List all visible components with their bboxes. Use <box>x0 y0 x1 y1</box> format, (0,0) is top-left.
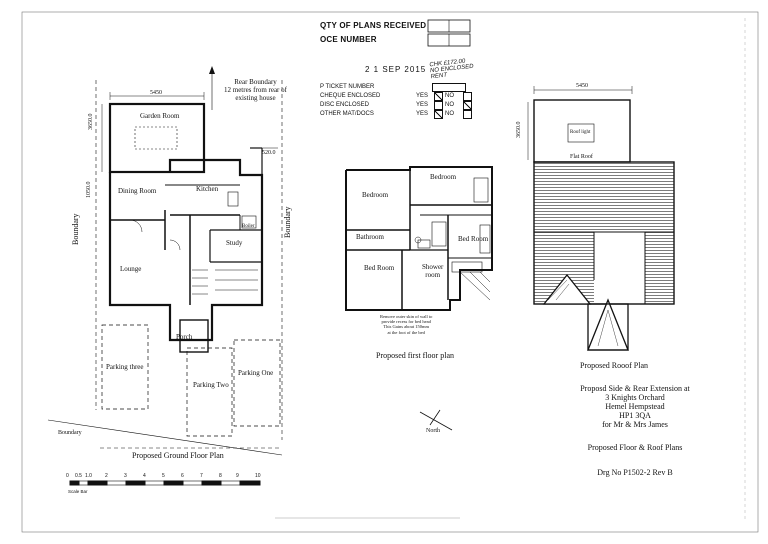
other-yes-checkbox[interactable] <box>434 110 443 119</box>
rear-boundary-note: Rear Boundary 12 metres from rear of exi… <box>224 78 287 103</box>
room-label-parking-three: Parking three <box>106 363 144 371</box>
boundary-bottom-label: Boundary <box>58 430 82 436</box>
drawing-number: Drg No P1502-2 Rev B <box>597 468 673 477</box>
scale-tick: 4 <box>143 473 146 479</box>
project-title-line: Proposd Side & Rear Extension at <box>580 384 690 393</box>
scale-tick: 2 <box>105 473 108 479</box>
room-label-bathroom: Bathroom <box>356 233 384 241</box>
drawing-subtitle: Proposed Floor & Roof Plans <box>587 443 683 452</box>
flat-roof-label: Flat Roof <box>570 154 593 160</box>
yes-label: YES <box>416 93 429 99</box>
room-label-lounge: Lounge <box>120 265 142 273</box>
scale-tick: 7 <box>200 473 203 479</box>
room-label-dining-room: Dining Room <box>118 187 157 195</box>
project-title-line: HP1 3QA <box>619 411 651 420</box>
yes-label: YES <box>416 111 429 117</box>
gf-right-dimension: 520.0 <box>262 150 276 156</box>
room-label-parking-one: Parking One <box>238 369 274 377</box>
room-label-bed-room: Bed Room <box>364 264 395 272</box>
roof-side-dimension: 3650.0 <box>516 121 522 139</box>
scale-tick: 0.5 <box>75 473 82 479</box>
checklist-label: OTHER MAT/DOCS <box>320 111 374 117</box>
checklist-label: DISC ENCLOSED <box>320 102 370 108</box>
scale-tick: 3 <box>124 473 127 479</box>
room-label-shower-room: Shower room <box>422 263 444 279</box>
first-floor-note: Remove outer skin of wall to provide rec… <box>380 314 433 335</box>
title-block: Proposd Side & Rear Extension at 3 Knigh… <box>560 384 710 477</box>
scale-tick: 8 <box>219 473 222 479</box>
gf-left-dimension: 1050.0 <box>86 181 92 199</box>
cheque-no-checkbox[interactable] <box>463 92 472 101</box>
oce-number-label: OCE NUMBER <box>320 35 377 44</box>
room-label-kitchen: Kitchen <box>196 185 219 193</box>
room-label-bed-room: Bed Room <box>458 235 489 243</box>
room-label-bedroom: Bedroom <box>430 173 457 181</box>
checklist-label: P TICKET NUMBER <box>320 84 375 90</box>
disc-no-checkbox[interactable] <box>463 101 472 110</box>
room-label-bedroom: Bedroom <box>362 191 389 199</box>
room-label-parking-two: Parking Two <box>193 381 229 389</box>
other-no-checkbox[interactable] <box>463 110 472 119</box>
project-title-line: 3 Knights Orchard <box>605 393 665 402</box>
room-label-porch: Porch <box>176 333 193 341</box>
scale-tick: 6 <box>181 473 184 479</box>
no-label: NO <box>445 102 454 108</box>
gf-width-dimension: 5450 <box>150 90 162 96</box>
yes-label: YES <box>416 102 429 108</box>
room-label-garden-room: Garden Room <box>140 112 180 120</box>
disc-yes-checkbox[interactable] <box>434 101 443 110</box>
scale-tick: 10 <box>255 473 261 479</box>
scale-tick: 5 <box>162 473 165 479</box>
cheque-yes-checkbox[interactable] <box>434 92 443 101</box>
date-stamp: 2 1 SEP 2015 <box>365 65 427 74</box>
ground-floor-caption: Proposed Ground Floor Plan <box>132 451 224 460</box>
scale-tick: 1.0 <box>85 473 92 479</box>
scale-tick: 9 <box>236 473 239 479</box>
qty-plans-label: QTY OF PLANS RECEIVED <box>320 21 427 30</box>
ticket-number-box[interactable] <box>432 83 466 92</box>
north-label: North <box>426 428 440 434</box>
roof-plan-caption: Proposed Rooof Plan <box>580 361 648 370</box>
gf-side-dimension: 3650.0 <box>88 113 94 131</box>
first-floor-caption: Proposed first floor plan <box>376 351 454 360</box>
room-label-boiler: Boiler <box>242 224 255 229</box>
no-label: NO <box>445 111 454 117</box>
roof-width-dimension: 5450 <box>576 83 588 89</box>
boundary-right-label: Boundary <box>283 206 292 238</box>
boundary-left-label: Boundary <box>71 213 80 245</box>
roof-light-label: Roof light <box>570 130 591 135</box>
scale-tick: 0 <box>66 473 69 479</box>
project-title-line: Hemel Hempstead <box>605 402 665 411</box>
project-title-line: for Mr & Mrs James <box>602 420 668 429</box>
no-label: NO <box>445 93 454 99</box>
scale-bar-label: Scale Bar <box>68 489 88 494</box>
checklist-label: CHEQUE ENCLOSED <box>320 93 381 99</box>
room-label-study: Study <box>226 239 243 247</box>
